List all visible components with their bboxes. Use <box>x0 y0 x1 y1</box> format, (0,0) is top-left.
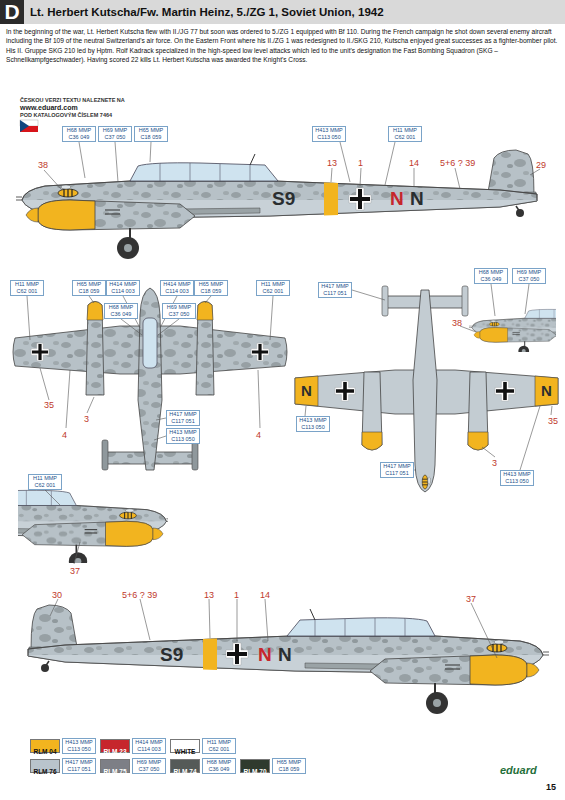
paint-code: H11 MMP C62 001 <box>388 126 422 142</box>
code-letters: N <box>390 189 404 208</box>
code-letters: N <box>301 383 312 398</box>
paint-code: H413 MMP C113 050 <box>166 428 200 444</box>
code-letters: N <box>258 645 272 664</box>
callout-number: 37 <box>70 566 80 576</box>
paint-code: H69 MMP C37 050 <box>98 126 132 142</box>
callout-number: 38 <box>38 160 48 170</box>
legend-text: RLM 70 <box>243 768 266 775</box>
paint-code: H11 MMP C62 001 <box>10 280 44 296</box>
catalogue-note: POD KATALOGOVÝM ČÍSLEM 7464 <box>20 112 112 118</box>
website-note: www.eduard.com <box>20 104 78 111</box>
paint-code: H68 MMP C36 049 <box>62 126 96 142</box>
color-swatch: RLM 74 <box>170 759 200 773</box>
paint-code: H414 MMP C114 003 <box>160 280 194 296</box>
callout-number: 35 <box>548 416 558 426</box>
callout-number: 4 <box>62 430 67 440</box>
paint-code: H65 MMP C18 059 <box>194 280 228 296</box>
callout-number: 37 <box>466 594 476 604</box>
callout-number: 4 <box>256 430 261 440</box>
callout-number: 29 <box>536 160 546 170</box>
paint-code: H69 MMP C37 050 <box>162 303 196 319</box>
callout-number: 38 <box>452 318 462 328</box>
callout-number: 35 <box>44 400 54 410</box>
legend-text: RLM 75 <box>103 768 126 775</box>
paint-code: H65 MMP C18 059 <box>72 280 106 296</box>
code-letters: N <box>278 645 292 664</box>
legend-text: RLM 74 <box>173 768 196 775</box>
legend-text: WHITE <box>175 748 196 755</box>
title-text: Lt. Herbert Kutscha/Fw. Martin Heinz, 5.… <box>30 5 384 19</box>
paint-code: H68 MMP C36 049 <box>202 758 236 774</box>
paint-code: H417 MMP C117 051 <box>166 410 200 426</box>
color-swatch: WHITE <box>170 739 200 753</box>
code-letters: S9 <box>272 189 295 208</box>
paint-code: H65 MMP C18 059 <box>272 758 306 774</box>
color-swatch: RLM 23 <box>100 739 130 753</box>
translation-note: ČESKOU VERZI TEXTU NALEZNETE NA <box>20 97 125 103</box>
callout-number: 1 <box>358 158 363 168</box>
paint-code: H417 MMP C117 051 <box>318 282 352 298</box>
callout-number: 14 <box>409 158 419 168</box>
callout-number: 14 <box>260 590 270 600</box>
paint-code: H11 MMP C62 001 <box>256 280 290 296</box>
callout-number: 5+6 ? 39 <box>122 590 157 600</box>
callout-number: 3 <box>492 458 497 468</box>
callout-number: 1 <box>234 590 239 600</box>
color-swatch: RLM 76 <box>30 759 60 773</box>
paint-code: H68 MMP C36 049 <box>474 268 508 284</box>
paint-code: H413 MMP C113 050 <box>500 470 534 486</box>
logo: eduard <box>500 764 537 776</box>
page-number: 15 <box>546 782 556 792</box>
legend-text: RLM 76 <box>33 768 56 775</box>
paint-code: H413 MMP C113 050 <box>312 126 346 142</box>
paint-code: H68 MMP C36 049 <box>104 303 138 319</box>
callout-number: 13 <box>204 590 214 600</box>
callout-number: 13 <box>327 158 337 168</box>
paint-code: H11 MMP C62 001 <box>28 474 62 490</box>
paint-code: H65 MMP C18 059 <box>134 126 168 142</box>
callout-number: 3 <box>84 414 89 424</box>
callout-number: 30 <box>52 590 62 600</box>
section-letter: D <box>0 0 24 24</box>
legend-text: RLM 23 <box>103 748 126 755</box>
legend-text: RLM 04 <box>33 748 56 755</box>
color-swatch: RLM 70 <box>240 759 270 773</box>
paint-code: H69 MMP C37 050 <box>512 268 546 284</box>
code-letters: N <box>541 383 552 398</box>
paint-code: H417 MMP C117 051 <box>380 462 414 478</box>
paint-code: H414 MMP C114 003 <box>106 280 140 296</box>
code-letters: S9 <box>160 645 183 664</box>
color-swatch: RLM 04 <box>30 739 60 753</box>
color-swatch: RLM 75 <box>100 759 130 773</box>
callout-number: 5+6 ? 39 <box>440 158 475 168</box>
paint-code: H69 MMP C37 050 <box>132 758 166 774</box>
paint-code: H414 MMP C114 003 <box>132 738 166 754</box>
description-text: In the beginning of the war, Lt. Herbert… <box>6 27 559 65</box>
paint-code: H413 MMP C113 050 <box>62 738 96 754</box>
paint-code: H11 MMP C62 001 <box>202 738 236 754</box>
paint-code: H413 MMP C113 050 <box>296 416 330 432</box>
code-letters: N <box>410 189 424 208</box>
paint-code: H417 MMP C117 051 <box>62 758 96 774</box>
